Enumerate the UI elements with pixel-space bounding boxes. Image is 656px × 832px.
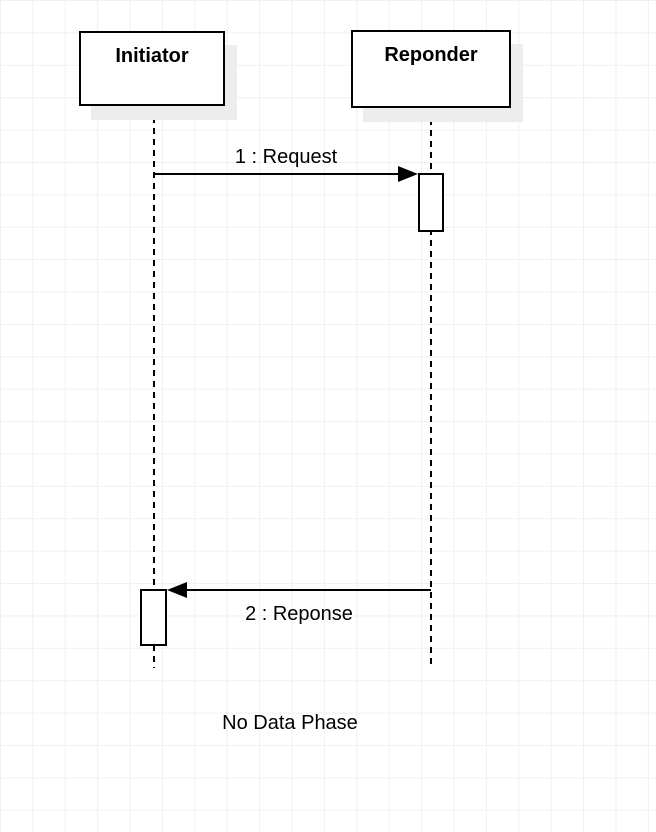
message-request-label: 1 : Request [234,146,338,168]
lifeline-reponder[interactable] [430,108,432,668]
actor-name-initiator: Initiator [115,45,189,67]
arrowhead-left-icon [167,582,187,598]
caption-text[interactable]: No Data Phase [222,712,358,734]
message-request-line [154,173,406,175]
actor-box-initiator[interactable]: Initiator [79,31,225,106]
message-response[interactable]: 2 : Reponse [167,581,431,631]
actor-name-reponder: Reponder [384,44,478,66]
message-response-line [180,589,431,591]
message-request[interactable]: 1 : Request [154,146,418,186]
activation-bar-initiator[interactable] [140,589,167,646]
lifeline-initiator[interactable] [153,106,155,668]
activation-bar-reponder[interactable] [418,173,444,232]
actor-box-reponder[interactable]: Reponder [351,30,511,108]
arrowhead-right-icon [398,166,418,182]
message-response-label: 2 : Reponse [245,603,353,625]
